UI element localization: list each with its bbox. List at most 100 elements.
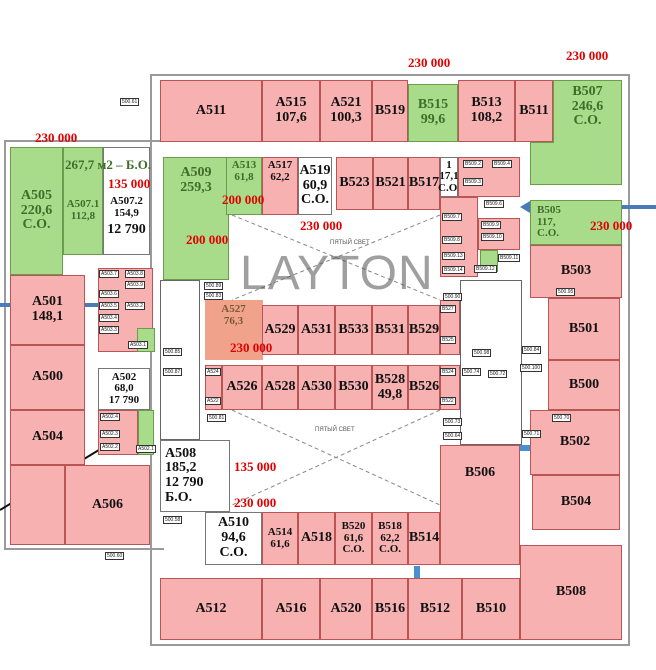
room-tag: B509.2 [463,160,483,168]
room-tag: B509.10 [481,233,504,241]
room-a504[interactable]: A504 [10,410,85,465]
room-tag: B509.14 [442,266,465,274]
room-a512[interactable]: A512 [160,578,262,640]
room-a502-1[interactable] [138,410,154,455]
price-label: 230 000 [566,48,609,63]
room-b517[interactable]: B517 [408,157,440,210]
room-tag: A502.2 [100,443,120,451]
room-b501[interactable]: B501 [548,298,620,360]
room-b500[interactable]: B500 [548,360,620,410]
core-tag: 500.71 [522,430,542,438]
atrium-diagonal [231,409,441,506]
room-b508[interactable]: B508 [520,545,622,640]
price-label: 230 000 [408,55,451,70]
room-tag: B509.8 [442,236,462,244]
room-a529[interactable]: A529 [262,305,298,355]
core-tag: 500.73 [443,418,463,426]
room-tag: B509.11 [498,254,521,262]
room-tag: A503.4 [99,314,119,322]
room-b531[interactable]: B531 [372,305,408,355]
core-tag: 500.90 [443,293,463,301]
door-marker [518,445,536,451]
room-b503[interactable]: B503 [530,245,622,298]
room-b502[interactable]: B502 [530,410,620,475]
price-label: 135 000 [234,459,277,474]
core-tag: 500.89 [204,282,224,290]
room-b506[interactable]: B506 [440,445,520,565]
stair-core-west [160,280,200,440]
room-b526[interactable]: B526 [408,365,440,410]
core-tag: 500.61 [120,98,140,106]
a507-total-label: 267,7 м2 – Б.О. [65,157,152,172]
room-a531[interactable]: A531 [298,305,335,355]
atrium-label: ПЯТЫЙ СВЕТ [315,427,355,433]
room-b511[interactable]: B511 [515,80,553,142]
room-a518[interactable]: A518 [298,512,335,565]
room-b533[interactable]: B533 [335,305,372,355]
room-a528[interactable]: A528 [262,365,298,410]
room-a511[interactable]: A511 [160,80,262,142]
room-a516[interactable]: A516 [262,578,320,640]
room-tag: B509.12 [474,265,497,273]
price-label: 230 000 [230,340,273,355]
room-tag: A503.5 [99,302,119,310]
core-tag: 500.95 [556,288,576,296]
room-a530[interactable]: A530 [298,365,335,410]
room-tag: A503.6 [99,290,119,298]
core-tag: 500.83 [204,292,224,300]
room-b519[interactable]: B519 [372,80,408,142]
room-b523[interactable]: B523 [336,157,373,210]
room-b512[interactable]: B512 [408,578,462,640]
room-a526[interactable]: A526 [222,365,262,410]
price-label: 200 000 [222,192,265,207]
room-a506[interactable]: A506 [65,465,150,545]
west-wing-wall [4,140,164,550]
price-label: 135 000 [108,176,151,191]
room-b514[interactable]: B514 [408,512,440,565]
room-a520[interactable]: A520 [320,578,372,640]
core-tag: 500.98 [472,349,492,357]
room-tag: A503.8 [125,270,145,278]
room-a500[interactable]: A500 [10,345,85,410]
room-b510[interactable]: B510 [462,578,520,640]
core-tag: 500.60 [105,552,125,560]
room-b516[interactable]: B516 [372,578,408,640]
room-b530[interactable]: B530 [335,365,372,410]
room-b504[interactable]: B504 [532,475,620,530]
room-tag: A503.3 [99,326,119,334]
core-tag: 500.85 [163,348,183,356]
room-tag: A502.1 [136,445,156,453]
room-b521[interactable]: B521 [373,157,408,210]
room-tag: A503.9 [125,281,145,289]
price-label: 230 000 [35,130,78,145]
atrium-diagonal [231,214,441,301]
core-tag: 500.72 [488,370,508,378]
room-b529[interactable]: B529 [408,305,440,355]
room-b507-extension [530,142,554,185]
room-tag: A502.4 [100,413,120,421]
